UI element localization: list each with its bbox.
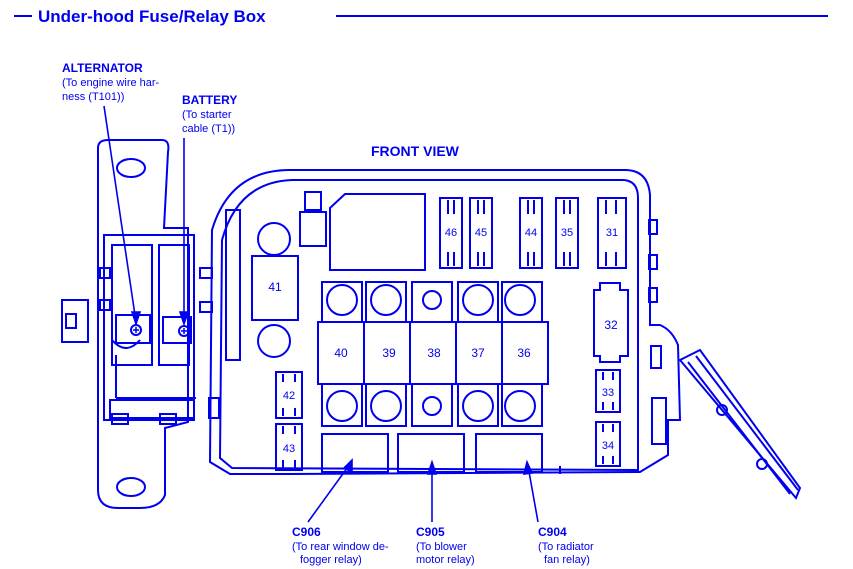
fuse-43-label: 43 — [283, 443, 295, 455]
connector-c906 — [321, 433, 389, 473]
terminal-block — [61, 139, 220, 509]
fuse-31-label: 31 — [606, 227, 618, 239]
callout-alternator-desc2: ness (T101)) — [62, 91, 124, 103]
fuse-44 — [519, 197, 543, 269]
diagram-title: Under-hood Fuse/Relay Box — [38, 7, 266, 26]
fuse-45 — [469, 197, 493, 269]
callout-battery-name: BATTERY — [182, 93, 237, 107]
callout-c906-desc2: fogger relay) — [300, 554, 362, 566]
fuse-45-label: 45 — [475, 227, 487, 239]
callout-c904-desc1: (To radiator — [538, 541, 594, 553]
fuse-36-label: 36 — [517, 346, 531, 360]
fuse-41 — [251, 222, 299, 358]
fuse-32 — [593, 282, 629, 363]
fuse-41-label: 41 — [268, 280, 282, 294]
callout-alternator-desc1: (To engine wire har- — [62, 77, 160, 89]
leader-lines — [103, 105, 539, 523]
fuse-35-label: 35 — [561, 227, 573, 239]
fuse-46-label: 46 — [445, 227, 457, 239]
fuse-31 — [597, 197, 627, 269]
small-fuse-clip — [304, 191, 322, 211]
fuse-33-label: 33 — [602, 387, 614, 399]
callout-alternator-name: ALTERNATOR — [62, 61, 143, 75]
fuse-34-label: 34 — [602, 440, 614, 452]
fuse-36 — [501, 321, 549, 385]
relay-row-top-sockets — [321, 281, 543, 323]
fuse-40-label: 40 — [334, 346, 348, 360]
callout-c904-desc2: fan relay) — [544, 554, 590, 566]
fuse-32-label: 32 — [604, 318, 618, 332]
fuse-box-cover — [678, 348, 802, 500]
connector-c904 — [475, 433, 543, 473]
fuse-46 — [439, 197, 463, 269]
callout-battery-desc2: cable (T1)) — [182, 123, 235, 135]
relay-block-top — [329, 193, 426, 271]
callout-c905-desc2: motor relay) — [416, 554, 475, 566]
fuse-box-outline — [208, 169, 682, 475]
fuse-43 — [275, 423, 303, 471]
callout-c906-desc1: (To rear window de- — [292, 541, 389, 553]
callout-c905-desc1: (To blower — [416, 541, 467, 553]
callout-c905-name: C905 — [416, 525, 445, 539]
callout-c906-name: C906 — [292, 525, 321, 539]
fuse-42 — [275, 371, 303, 419]
relay-row-bottom-sockets — [321, 383, 543, 427]
fuse-34 — [595, 421, 621, 467]
callout-battery-desc1: (To starter — [182, 109, 232, 121]
small-fuse — [299, 211, 327, 247]
callout-c904-name: C904 — [538, 525, 567, 539]
fuse-35 — [555, 197, 579, 269]
fuse-44-label: 44 — [525, 227, 537, 239]
fuse-38-label: 38 — [427, 346, 441, 360]
fuse-42-label: 42 — [283, 390, 295, 402]
fuse-33 — [595, 369, 621, 413]
front-view-label: FRONT VIEW — [371, 143, 460, 159]
fuse-39-label: 39 — [382, 346, 396, 360]
fuse-37-label: 37 — [471, 346, 485, 360]
